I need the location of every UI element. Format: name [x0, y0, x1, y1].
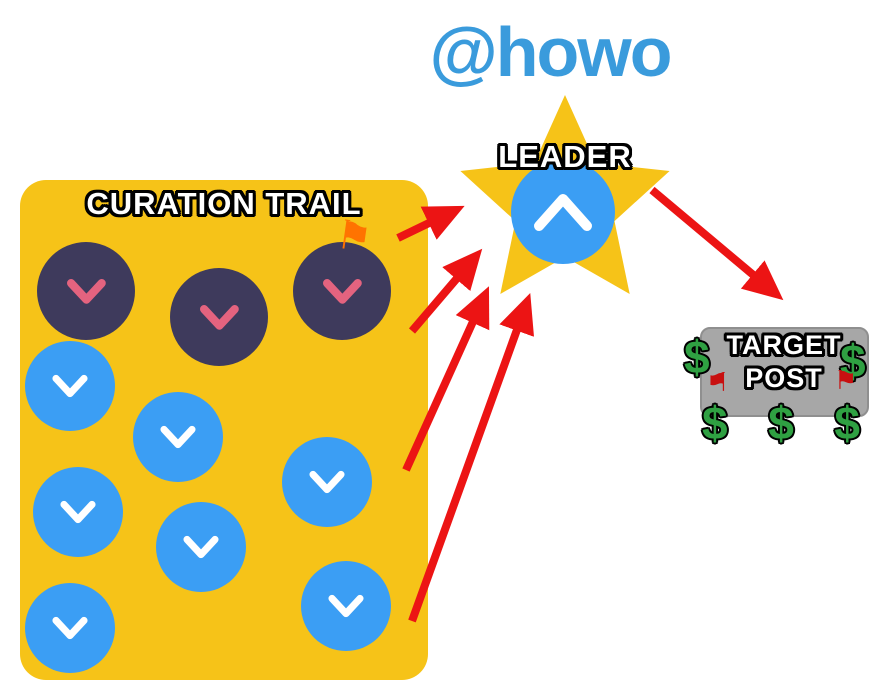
chevron-down-icon — [309, 470, 345, 494]
target-post-title-line1: TARGET — [726, 330, 842, 360]
upvote-circle — [301, 561, 391, 651]
chevron-down-icon — [328, 594, 364, 618]
upvote-circle — [25, 583, 115, 673]
target-post-box — [700, 327, 869, 417]
dollar-sign: $ — [768, 397, 794, 449]
chevron-down-icon — [199, 304, 239, 330]
target-post-title-line2: POST — [745, 363, 823, 393]
dollar-sign: $ — [834, 397, 860, 449]
downvote-circle — [293, 242, 391, 340]
leader-label: LEADER — [498, 139, 632, 174]
downvote-circle — [37, 242, 135, 340]
leader-vote-circle — [511, 160, 615, 264]
chevron-up-icon — [534, 194, 592, 231]
curation-trail-title: CURATION TRAIL — [86, 186, 362, 221]
username-label: @howo — [429, 13, 673, 91]
dollar-sign: $ — [684, 331, 710, 383]
chevron-down-icon — [52, 374, 88, 398]
upvote-circle — [282, 437, 372, 527]
chevron-down-icon — [183, 535, 219, 559]
flag-icon: ⚑ — [706, 368, 730, 398]
trail-to-leader-arrow — [408, 292, 534, 623]
downvote-circle — [170, 268, 268, 366]
upvote-circle — [33, 467, 123, 557]
chevron-down-icon — [52, 616, 88, 640]
upvote-circle — [25, 341, 115, 431]
dollar-row: $ $ $ — [702, 396, 860, 450]
flag-icon: ⚑ — [332, 211, 375, 263]
dollar-sign: $ — [840, 335, 866, 387]
upvote-circle — [133, 392, 223, 482]
chevron-down-icon — [322, 278, 362, 304]
chevron-down-icon — [66, 278, 106, 304]
chevron-down-icon — [60, 500, 96, 524]
chevron-down-icon — [160, 425, 196, 449]
upvote-circle — [156, 502, 246, 592]
dollar-sign: $ — [702, 397, 728, 449]
leader-star — [460, 95, 670, 294]
flag-icon: ⚑ — [834, 366, 858, 396]
